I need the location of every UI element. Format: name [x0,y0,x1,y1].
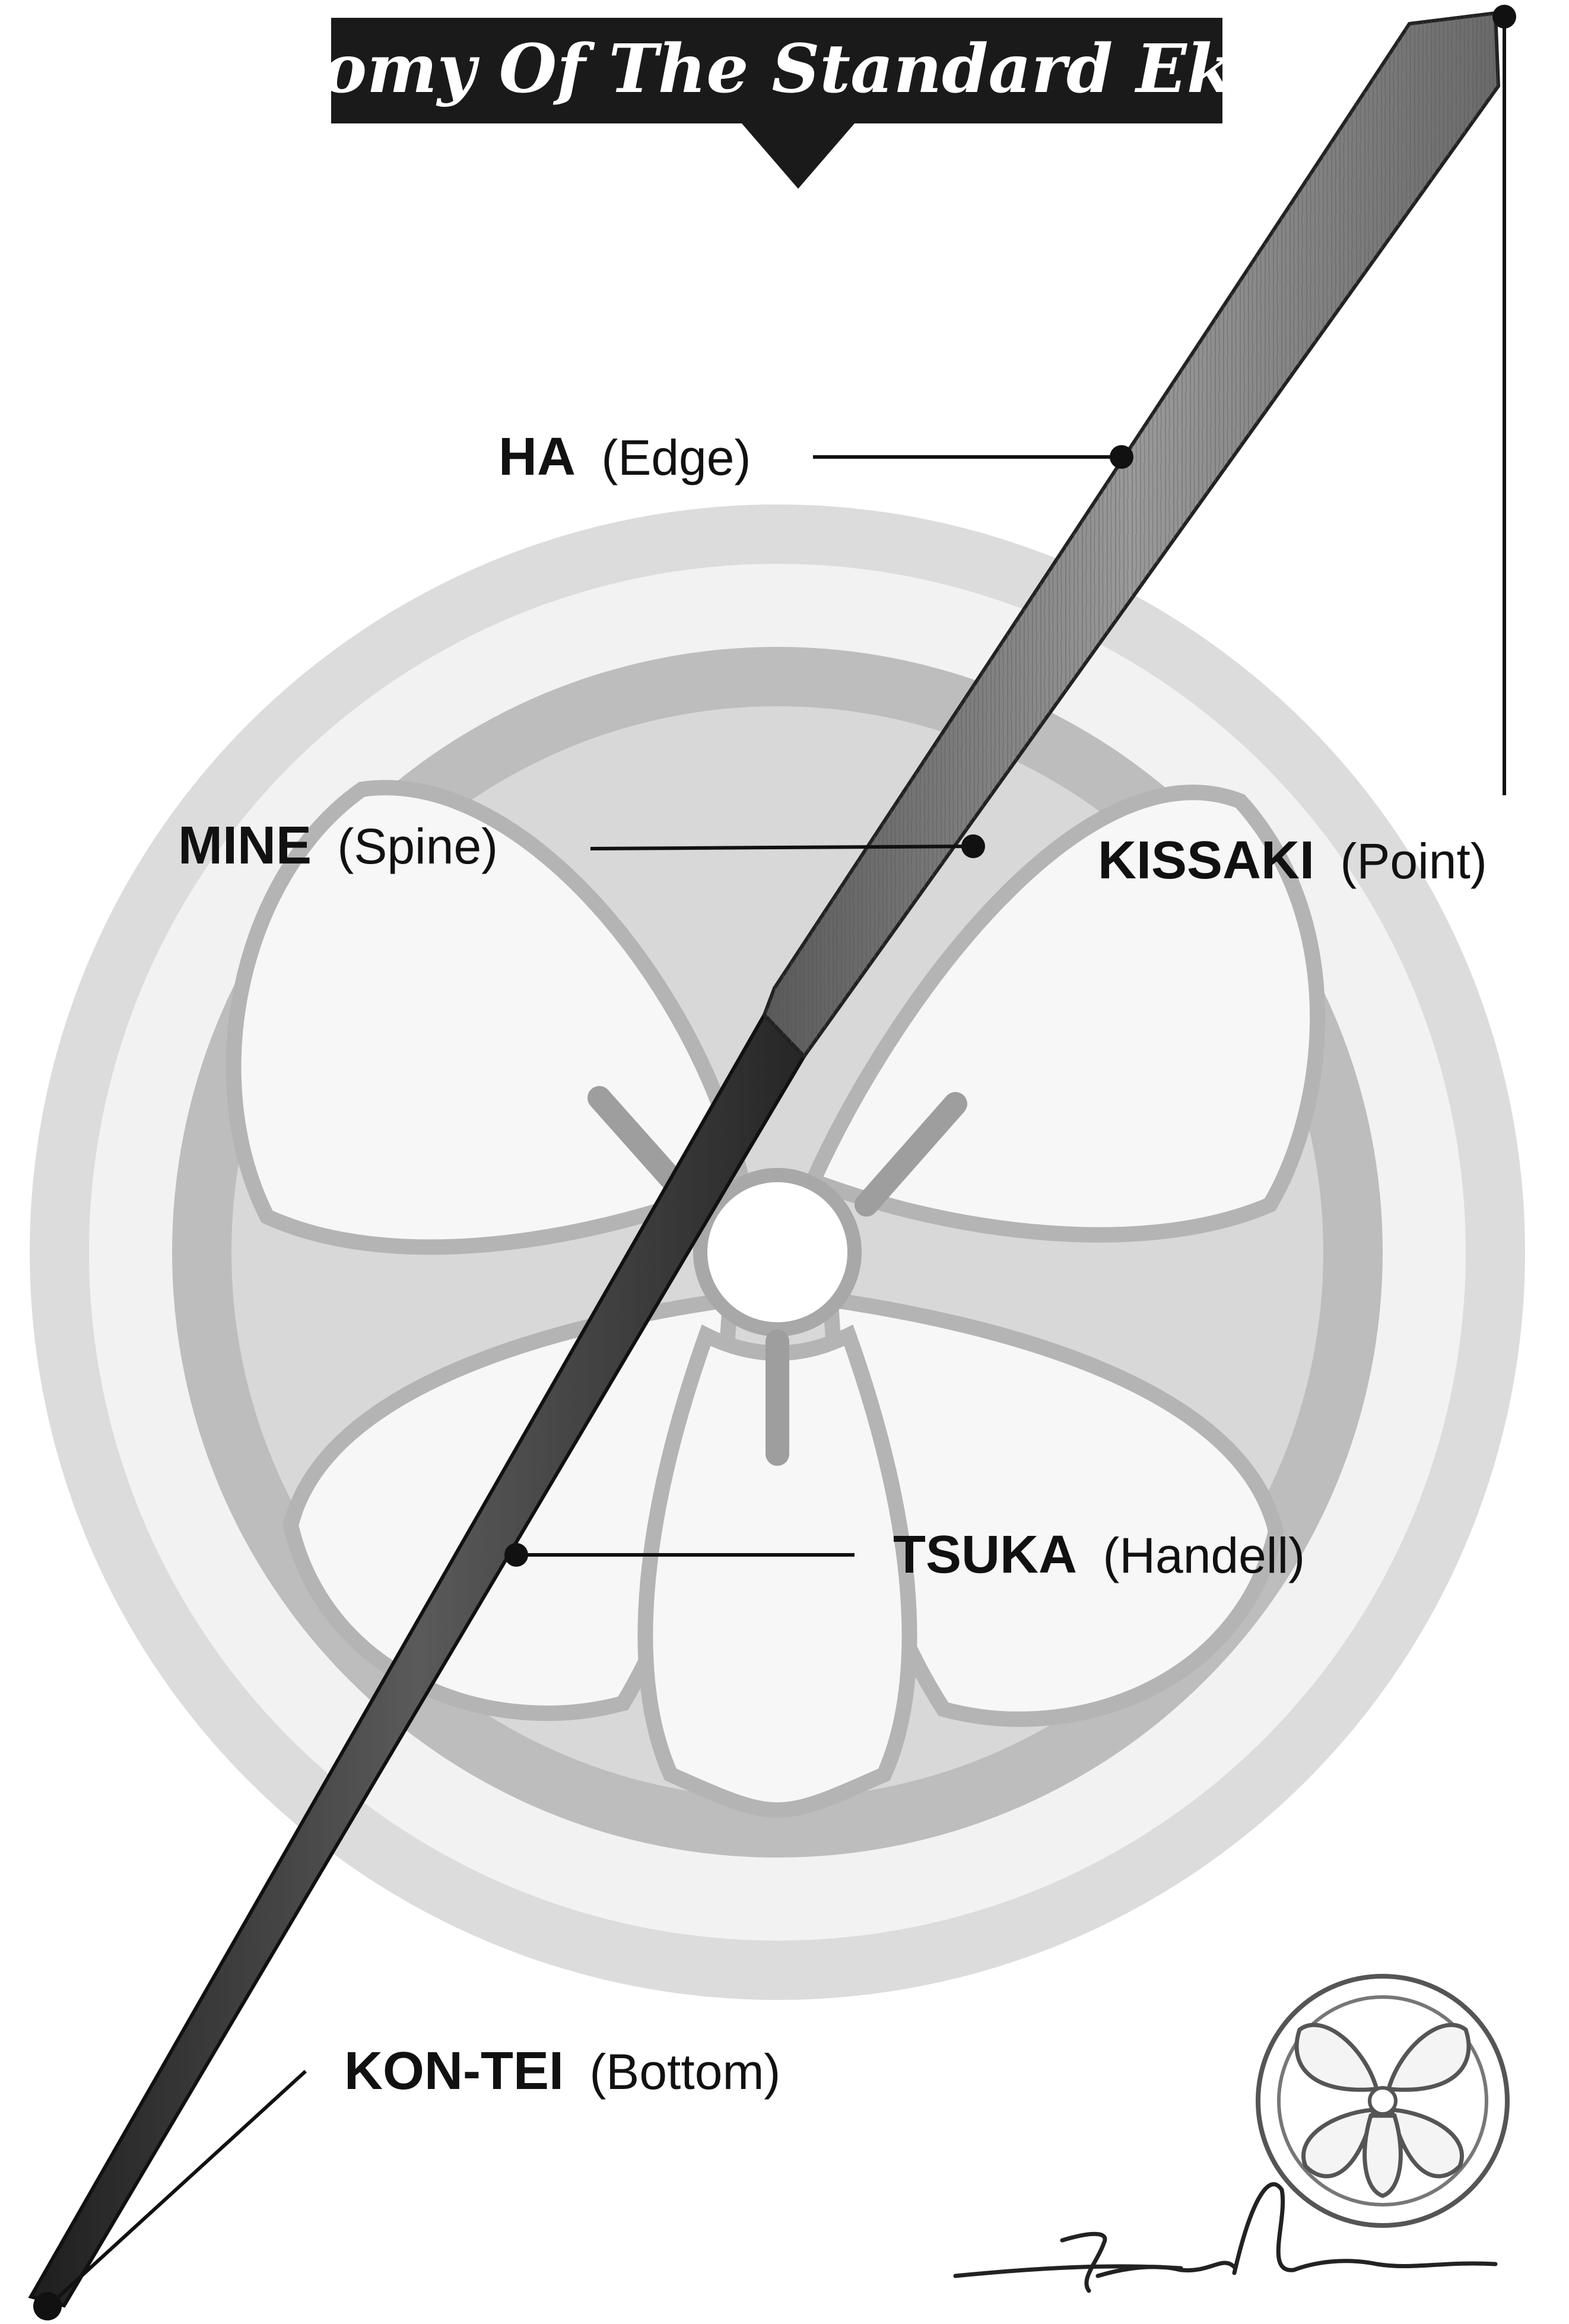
mine-leader [590,846,973,849]
diagram-title: Anatomy Of The Standard Eku Bo [144,30,1405,108]
label-kissaki-term: KISSAKI [1098,831,1314,890]
label-mine-term: MINE [178,816,312,875]
label-kissaki: KISSAKI (Point) [1098,831,1487,890]
mine-marker [961,834,985,858]
ha-marker [1110,445,1133,469]
label-tsuka-meaning: (Handell) [1103,1528,1305,1583]
label-kontei-meaning: (Bottom) [589,2044,780,2100]
label-tsuka-term: TSUKA [893,1525,1077,1585]
label-ha-meaning: (Edge) [601,430,751,485]
tsuka-marker [504,1543,528,1567]
label-ha-term: HA [498,427,576,487]
label-kontei: KON-TEI (Bottom) [344,2042,780,2101]
label-kissaki-meaning: (Point) [1340,833,1487,889]
label-kontei-term: KON-TEI [344,2042,564,2101]
kissaki-marker [1492,5,1516,28]
label-mine-meaning: (Spine) [337,818,498,874]
label-ha: HA (Edge) [498,427,751,487]
kiri-crest-icon [30,504,1525,2000]
label-mine: MINE (Spine) [178,816,498,875]
